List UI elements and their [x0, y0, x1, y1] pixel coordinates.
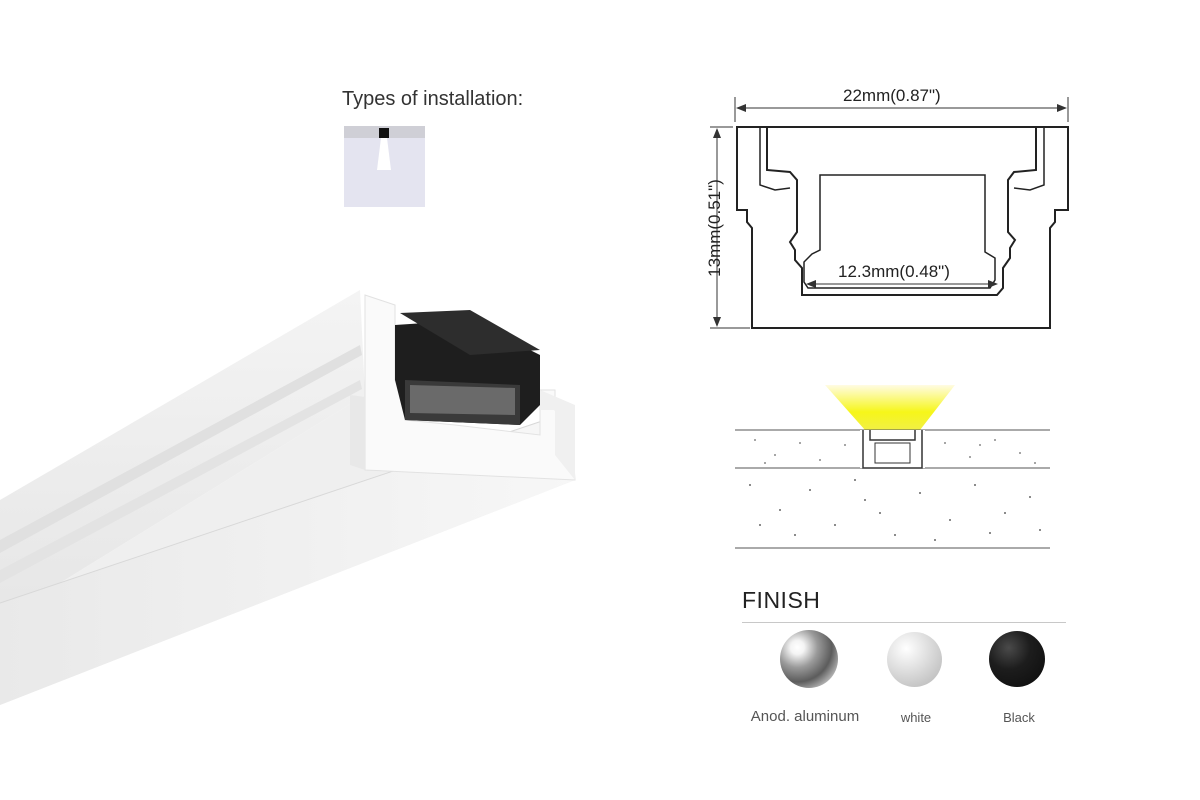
finish-label-white: white: [900, 710, 932, 725]
finish-label-anodized-aluminum: Anod. aluminum: [750, 708, 860, 725]
profile-3d-render: [0, 290, 576, 705]
finish-swatch-anodized-aluminum: [780, 630, 838, 688]
inner-width-dimension-label: 12.3mm(0.48"): [838, 262, 950, 281]
recessed-installation-icon: [344, 126, 425, 207]
finish-swatch-white: [887, 632, 942, 687]
finish-label-black: Black: [1003, 710, 1035, 725]
installation-title: Types of installation:: [342, 88, 524, 110]
floor-installation-diagram: [735, 385, 1050, 550]
width-dimension-label: 22mm(0.87"): [843, 86, 941, 105]
finish-title: FINISH: [742, 587, 821, 613]
finish-divider: [742, 622, 1066, 623]
profile-cross-section: [710, 97, 1069, 329]
finish-swatch-black: [989, 631, 1045, 687]
height-dimension-label: 13mm(0.51"): [705, 179, 724, 277]
